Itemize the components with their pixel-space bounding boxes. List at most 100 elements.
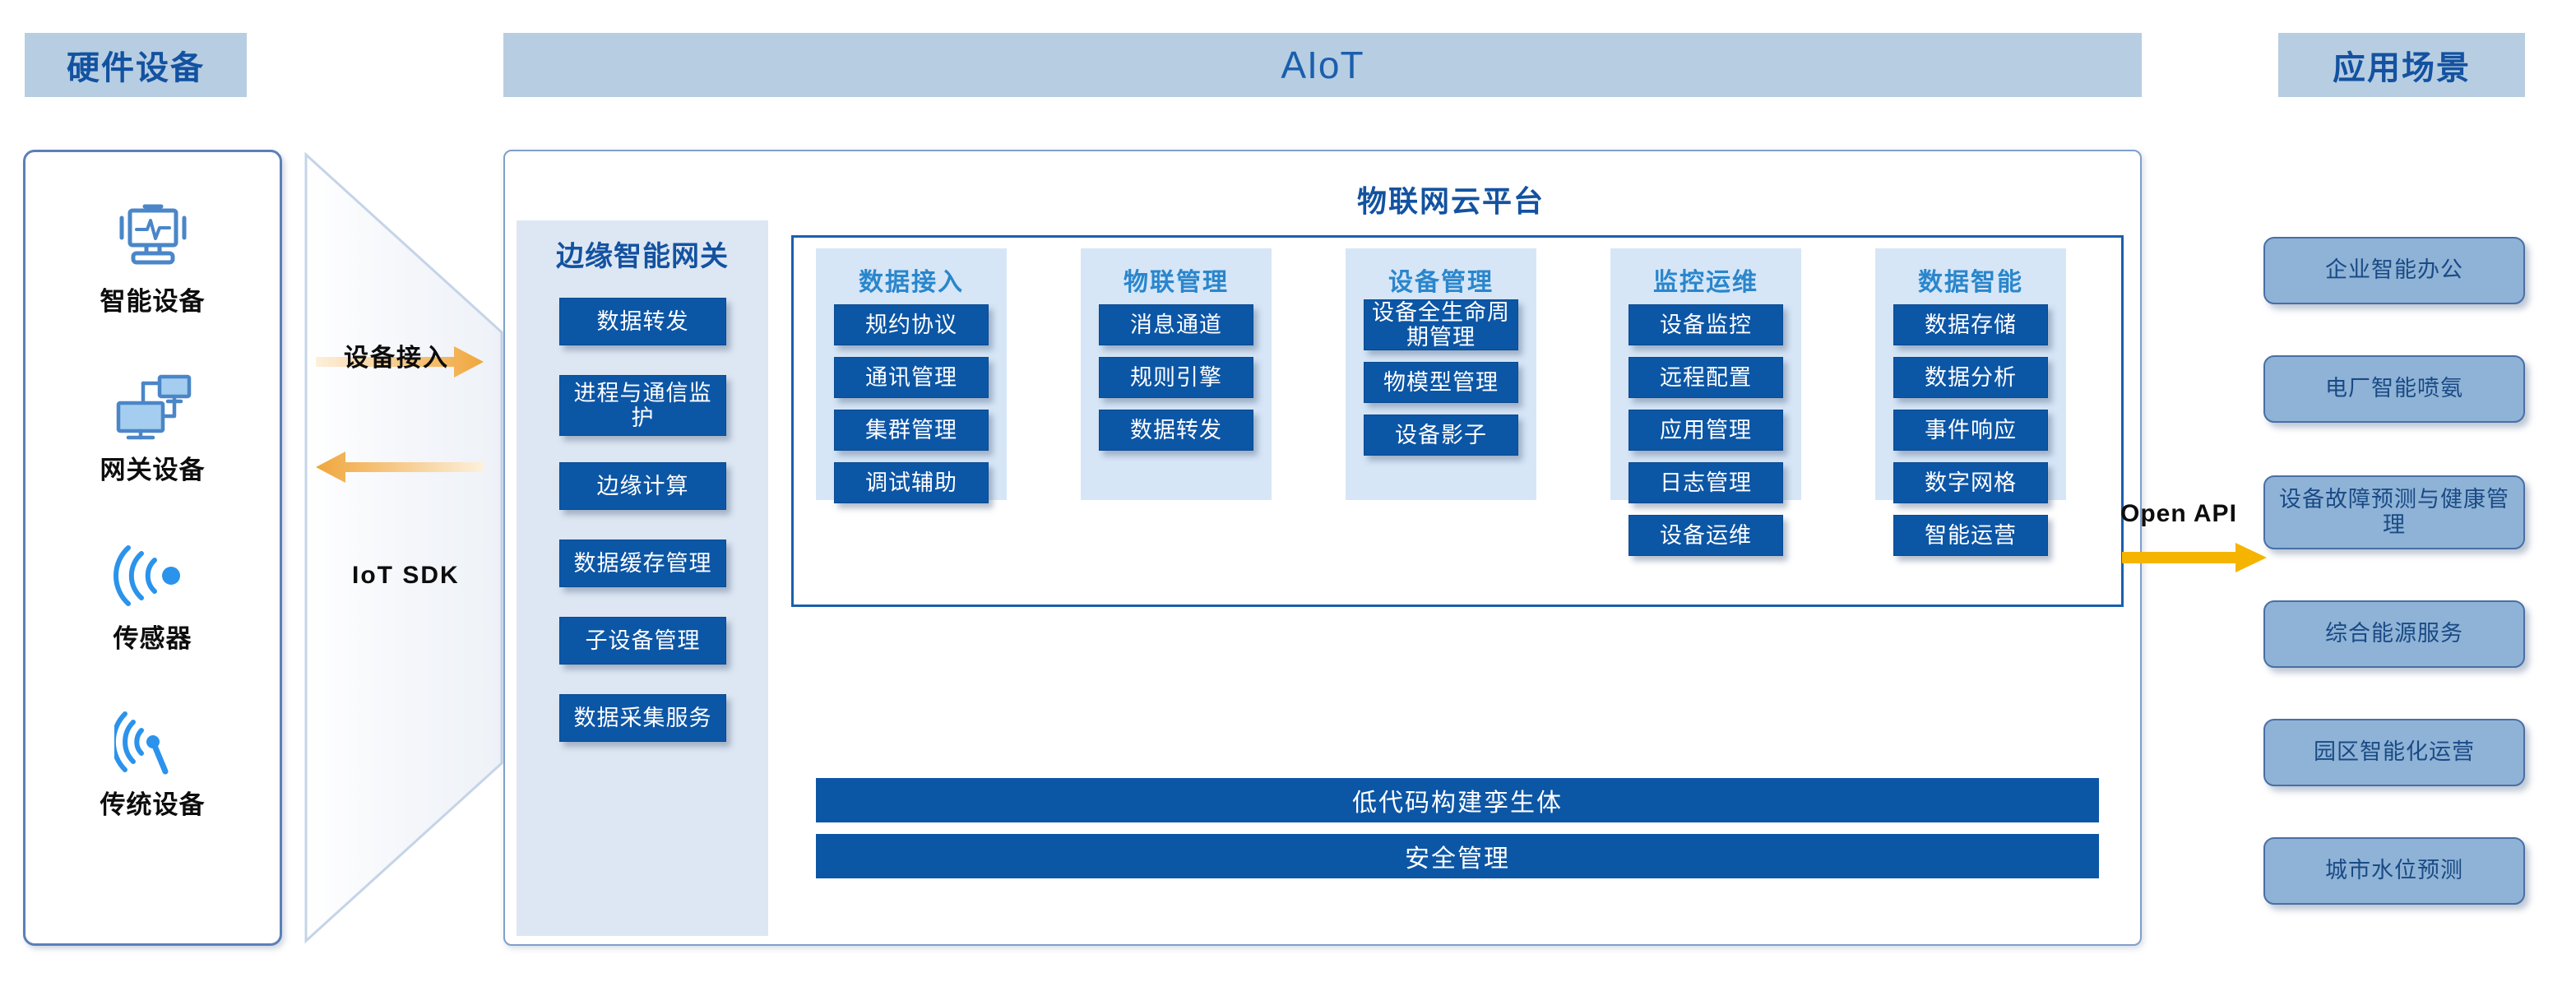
hardware-item-traditional-device[interactable]: 传统设备 [25, 705, 280, 821]
antenna-broadcast-icon [25, 705, 280, 779]
scenario-box-integrated-energy[interactable]: 综合能源服务 [2263, 600, 2525, 668]
platform-item-label: 规约协议 [865, 312, 957, 337]
hardware-section-header-label: 硬件设备 [67, 50, 205, 86]
networked-computers-icon [25, 370, 280, 444]
hardware-device-panel: 智能设备 网关设备 [23, 150, 282, 946]
hardware-item-gateway-device[interactable]: 网关设备 [25, 370, 280, 486]
platform-column-device-management: 设备管理 设备全生命周期管理 物模型管理 设备影子 [1346, 248, 1536, 500]
device-access-label: 设备接入 [344, 345, 449, 372]
monitor-pulse-icon [25, 201, 280, 276]
platform-item-app-management[interactable]: 应用管理 [1629, 410, 1783, 451]
platform-item-label: 物模型管理 [1383, 369, 1499, 395]
device-access-arrow [316, 346, 484, 378]
scenario-box-city-water-level[interactable]: 城市水位预测 [2263, 837, 2525, 905]
platform-bar-label: 安全管理 [1405, 845, 1510, 873]
scenarios-section-header: 应用场景 [2278, 33, 2525, 97]
gateway-button-label: 子设备管理 [585, 628, 701, 653]
platform-item-label: 智能运营 [1925, 522, 2017, 548]
scenario-box-enterprise-office[interactable]: 企业智能办公 [2263, 237, 2525, 304]
edge-gateway-column: 边缘智能网关 数据转发 进程与通信监护 边缘计算 数据缓存管理 子设备管理 数据… [517, 220, 768, 936]
platform-item-data-storage[interactable]: 数据存储 [1893, 304, 2048, 345]
scenario-box-fault-prediction-health[interactable]: 设备故障预测与健康管理 [2263, 475, 2525, 549]
platform-column-data-access: 数据接入 规约协议 通讯管理 集群管理 调试辅助 [816, 248, 1007, 503]
platform-item-smart-operations[interactable]: 智能运营 [1893, 515, 2048, 556]
platform-item-cluster-management[interactable]: 集群管理 [834, 410, 989, 451]
platform-column-title: 设备管理 [1388, 269, 1494, 296]
platform-column-title: 监控运维 [1653, 269, 1758, 296]
platform-item-label: 规则引擎 [1130, 364, 1222, 390]
platform-column-title: 数据智能 [1918, 269, 2023, 296]
scenario-box-park-smart-operations[interactable]: 园区智能化运营 [2263, 719, 2525, 786]
platform-bar-low-code-twin[interactable]: 低代码构建孪生体 [816, 778, 2099, 822]
scenario-label: 企业智能办公 [2325, 257, 2463, 283]
platform-item-device-lifecycle[interactable]: 设备全生命周期管理 [1364, 299, 1518, 350]
platform-item-label: 设备全生命周期管理 [1372, 299, 1510, 350]
scenario-label: 综合能源服务 [2325, 621, 2463, 646]
platform-item-comm-management[interactable]: 通讯管理 [834, 357, 989, 398]
gateway-button-label: 数据缓存管理 [573, 550, 712, 576]
platform-item-device-shadow[interactable]: 设备影子 [1364, 415, 1518, 456]
iot-sdk-label: IoT SDK [352, 562, 460, 589]
platform-item-data-analysis[interactable]: 数据分析 [1893, 357, 2048, 398]
platform-columns-row: 数据接入 规约协议 通讯管理 集群管理 调试辅助 物联管理 消息通道 [791, 235, 2124, 556]
gateway-button-data-cache-management[interactable]: 数据缓存管理 [559, 540, 726, 587]
platform-bar-security-management[interactable]: 安全管理 [816, 834, 2099, 878]
platform-item-debug-assist[interactable]: 调试辅助 [834, 462, 989, 503]
platform-item-protocol[interactable]: 规约协议 [834, 304, 989, 345]
aiot-container: 物联网云平台 边缘智能网关 数据转发 进程与通信监护 边缘计算 数据缓存管理 子… [503, 150, 2142, 946]
hardware-item-label: 智能设备 [100, 287, 206, 316]
platform-item-thing-model[interactable]: 物模型管理 [1364, 362, 1518, 403]
hardware-item-label: 传统设备 [100, 790, 206, 819]
platform-item-event-response[interactable]: 事件响应 [1893, 410, 2048, 451]
scenario-box-power-plant-ammonia[interactable]: 电厂智能喷氨 [2263, 355, 2525, 423]
aiot-section-header: AIoT [503, 33, 2142, 97]
hardware-item-label: 网关设备 [100, 456, 206, 484]
signal-wave-icon [25, 539, 280, 613]
gateway-button-sub-device-management[interactable]: 子设备管理 [559, 617, 726, 665]
hardware-item-sensor[interactable]: 传感器 [25, 539, 280, 655]
platform-column-title: 物联管理 [1124, 269, 1229, 296]
platform-item-remote-config[interactable]: 远程配置 [1629, 357, 1783, 398]
platform-bar-label: 低代码构建孪生体 [1352, 790, 1563, 817]
gateway-button-process-comm-monitoring[interactable]: 进程与通信监护 [559, 375, 726, 436]
platform-item-label: 集群管理 [865, 417, 957, 442]
gateway-button-label: 数据采集服务 [573, 705, 712, 730]
device-connector-funnel [301, 150, 507, 946]
platform-item-log-management[interactable]: 日志管理 [1629, 462, 1783, 503]
platform-item-label: 应用管理 [1660, 417, 1752, 442]
gateway-button-edge-computing[interactable]: 边缘计算 [559, 462, 726, 510]
gateway-button-data-collection-service[interactable]: 数据采集服务 [559, 694, 726, 742]
platform-item-label: 事件响应 [1925, 417, 2017, 442]
platform-column-data-intelligence: 数据智能 数据存储 数据分析 事件响应 数字网格 智能运营 [1875, 248, 2066, 556]
edge-gateway-title: 边缘智能网关 [517, 220, 768, 286]
platform-item-label: 数据转发 [1130, 417, 1222, 442]
platform-item-label: 数据分析 [1925, 364, 2017, 390]
cloud-platform-title: 物联网云平台 [776, 178, 2125, 220]
scenario-label: 园区智能化运营 [2314, 739, 2475, 765]
iot-sdk-arrow [316, 452, 484, 483]
platform-column-title: 数据接入 [859, 269, 964, 296]
edge-gateway-title-label: 边缘智能网关 [556, 240, 729, 272]
platform-item-message-channel[interactable]: 消息通道 [1099, 304, 1253, 345]
hardware-item-label: 传感器 [113, 624, 192, 653]
platform-item-device-ops[interactable]: 设备运维 [1629, 515, 1783, 556]
cloud-platform-title-label: 物联网云平台 [1356, 184, 1545, 218]
gateway-button-data-forwarding[interactable]: 数据转发 [559, 298, 726, 345]
platform-item-label: 远程配置 [1660, 364, 1752, 390]
platform-item-device-monitoring[interactable]: 设备监控 [1629, 304, 1783, 345]
platform-column-monitoring-ops: 监控运维 设备监控 远程配置 应用管理 日志管理 设备运维 [1610, 248, 1801, 556]
platform-item-label: 消息通道 [1130, 312, 1222, 337]
platform-item-rule-engine[interactable]: 规则引擎 [1099, 357, 1253, 398]
scenarios-section-header-label: 应用场景 [2333, 50, 2471, 86]
platform-item-label: 数据存储 [1925, 312, 2017, 337]
platform-item-label: 数字网格 [1925, 470, 2017, 495]
hardware-item-smart-device[interactable]: 智能设备 [25, 201, 280, 317]
platform-item-digital-grid[interactable]: 数字网格 [1893, 462, 2048, 503]
platform-item-label: 日志管理 [1660, 470, 1752, 495]
hardware-section-header: 硬件设备 [25, 33, 247, 97]
gateway-button-label: 边缘计算 [596, 473, 689, 498]
scenario-label: 设备故障预测与健康管理 [2279, 486, 2509, 537]
platform-item-data-forwarding[interactable]: 数据转发 [1099, 410, 1253, 451]
platform-frame-outline [791, 235, 2124, 607]
